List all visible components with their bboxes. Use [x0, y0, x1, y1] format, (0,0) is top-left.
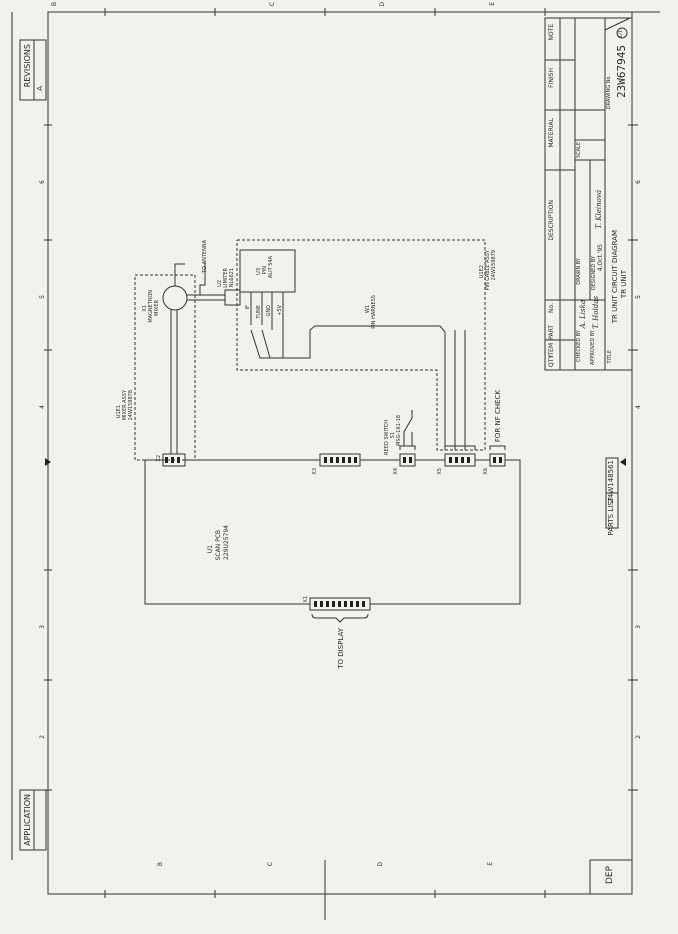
zone-top: D: [379, 2, 386, 7]
title-label: TITLE: [607, 350, 613, 364]
u2-part: NL6621: [229, 268, 235, 288]
designed-signature-2: T. Kleinová: [595, 190, 603, 229]
connector-x2: X2: [156, 455, 162, 462]
u1-label: U1: [207, 545, 214, 554]
u1e1-part: 24W159878: [128, 390, 134, 421]
u1-part: 229U25794: [223, 525, 230, 560]
revision-mark: A: [36, 86, 44, 91]
zone-right: 5: [635, 295, 642, 299]
zone-left: 3: [39, 625, 46, 629]
zone-bottom: B: [157, 862, 164, 867]
connector-x4: X4: [393, 468, 399, 475]
header-item: ITEM: [548, 343, 555, 358]
drawn-by-label: DRAWN BY: [576, 258, 582, 285]
drawn-signature: A. Liska: [579, 300, 587, 329]
harness-desc: PIN HARNESS: [371, 295, 377, 329]
header-no: No.: [548, 303, 555, 313]
drawing-frame: [47, 11, 633, 895]
sheet-number: 1/1: [618, 30, 624, 39]
parts-list-number: 24W148561: [607, 460, 615, 503]
connector-x6: X6: [483, 468, 489, 475]
antenna-label: TO ANTENNA: [202, 240, 208, 273]
zone-right: 2: [635, 735, 642, 739]
u1e2-part: 24W159879: [491, 250, 497, 281]
designed-date: 4.Oct.'95: [597, 244, 604, 272]
zone-bottom: E: [487, 862, 494, 866]
dep-label: DEP: [605, 866, 615, 885]
header-part: PART: [548, 325, 555, 340]
zone-top: B: [51, 2, 58, 7]
zone-left: 4: [39, 405, 46, 409]
approved-by-label: APPROVED BY: [590, 330, 596, 366]
nf-check-label: FOR NF CHECK: [494, 390, 502, 443]
zone-right: 4: [635, 405, 642, 409]
connector-x3: X3: [312, 468, 318, 475]
drawing-number-label: DRAWING No.: [606, 75, 612, 110]
header-finish: FINISH: [548, 68, 555, 88]
connector-x5: X5: [437, 468, 443, 475]
u3-part: ALIT 54A: [268, 256, 274, 279]
header-description: DESCRIPTION: [548, 200, 555, 241]
drawing-title: TR UNIT CIRCUIT DIAGRAM: [611, 230, 619, 324]
revisions-label: REVISIONS: [23, 44, 32, 88]
zone-left: 5: [39, 295, 46, 299]
zone-bottom: D: [377, 862, 384, 867]
header-note: NOTE: [548, 24, 555, 41]
zone-top: E: [489, 2, 496, 6]
to-display-label: TO DISPLAY: [337, 628, 345, 669]
u3-pin-if: IF: [245, 305, 251, 310]
header-material: MATERIAL: [548, 118, 555, 148]
designed-signature: T. Holdas: [592, 296, 600, 329]
u3-pin-gnd: GND: [266, 305, 272, 317]
zone-right: 3: [635, 625, 642, 629]
u1-desc: SCAN PCB: [215, 530, 222, 561]
u3-pin-5v: +5V: [277, 305, 283, 316]
application-label: APPLICATION: [23, 794, 32, 846]
reed-switch-part: MSG-161-18: [396, 415, 402, 446]
u3-pin-tune: TUNE: [256, 305, 262, 319]
drawing-subtitle: TR UNIT: [620, 270, 628, 299]
zone-top: C: [269, 2, 276, 7]
zone-right: 6: [635, 180, 642, 184]
parts-list-label: PARTS LIST: [607, 497, 615, 536]
mixer-desc2: MIXER: [154, 300, 160, 316]
drawing-number: 23W67945: [615, 45, 628, 98]
checked-by-label: CHECKED BY: [576, 330, 582, 362]
connector-x1: X1: [303, 596, 309, 603]
zone-left: 2: [39, 735, 46, 739]
scale-label: SCALE: [576, 142, 582, 159]
zone-bottom: C: [267, 862, 274, 867]
zone-left: 6: [39, 180, 46, 184]
